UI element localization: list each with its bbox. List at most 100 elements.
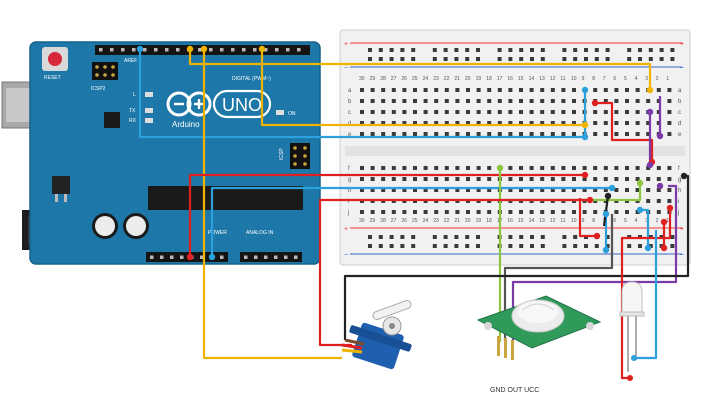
breadboard-hole	[667, 188, 672, 192]
header-pin	[297, 48, 301, 52]
breadboard-hole	[381, 99, 386, 103]
row-letter: i	[348, 199, 349, 205]
breadboard-hole	[423, 110, 428, 114]
wire-blue-gnd	[210, 186, 612, 257]
breadboard-hole	[476, 121, 481, 125]
breadboard-hole	[614, 121, 619, 125]
breadboard-hole	[572, 110, 576, 114]
header-pin	[286, 48, 290, 52]
breadboard-hole	[391, 166, 396, 170]
column-number: 20	[465, 218, 471, 224]
breadboard-hole	[487, 166, 492, 170]
rail-hole	[519, 48, 524, 52]
rail-hole	[508, 48, 513, 52]
rail-hole	[443, 244, 448, 248]
rail-hole	[562, 235, 567, 239]
wire-red-5v	[188, 173, 585, 257]
breadboard-hole	[646, 199, 651, 203]
header-pin	[274, 255, 278, 259]
breadboard-hole	[540, 177, 545, 181]
breadboard-hole	[667, 199, 672, 203]
breadboard-hole	[656, 166, 661, 170]
column-number: 2	[656, 218, 659, 224]
rail-top-holes	[368, 48, 675, 61]
row-letter: g	[678, 177, 681, 183]
breadboard-hole	[402, 132, 407, 136]
breadboard-hole	[381, 110, 386, 114]
breadboard-hole	[540, 110, 545, 114]
column-number: 10	[571, 76, 577, 82]
rail-hole	[378, 244, 383, 248]
analog-in-label: ANALOG IN	[246, 230, 274, 236]
breadboard-hole	[402, 121, 407, 125]
rail-hole	[476, 235, 480, 239]
reset-label: RESET	[44, 75, 61, 81]
breadboard-hole	[625, 121, 629, 125]
wire-red-jumper	[595, 101, 654, 162]
column-numbers: 3030292928282727262625252424232322222121…	[359, 76, 669, 224]
header-pin	[242, 48, 246, 52]
breadboard-hole	[603, 110, 608, 114]
breadboard-hole	[603, 132, 608, 136]
row-letter: j	[347, 210, 349, 216]
rail-hole	[465, 244, 470, 248]
breadboard-hole	[614, 110, 619, 114]
breadboard-hole	[614, 188, 619, 192]
breadboard-hole	[391, 188, 396, 192]
header-pin	[209, 48, 213, 52]
breadboard-hole	[550, 88, 555, 92]
breadboard-hole	[572, 132, 576, 136]
power-label: POWER	[208, 230, 227, 236]
breadboard-hole	[550, 110, 555, 114]
rail-hole	[594, 244, 599, 248]
rail-hole	[454, 244, 459, 248]
column-number: 13	[539, 218, 545, 224]
rail-hole	[659, 48, 664, 52]
header-pin	[264, 48, 268, 52]
column-number: 1	[666, 218, 669, 224]
rail-hole	[497, 57, 502, 61]
column-number: 9	[582, 218, 585, 224]
breadboard-hole	[519, 88, 523, 92]
row-letter: a	[678, 88, 682, 94]
header-pin	[220, 48, 224, 52]
rail-hole	[530, 48, 534, 52]
breadboard-hole	[540, 132, 545, 136]
rail-hole	[530, 57, 534, 61]
column-number: 5	[624, 218, 627, 224]
breadboard-hole	[413, 132, 417, 136]
row-letter: i	[678, 199, 679, 205]
breadboard-hole	[444, 177, 449, 181]
rail-hole	[584, 57, 588, 61]
breadboard-hole	[391, 99, 396, 103]
column-number: 7	[603, 76, 606, 82]
column-number: 8	[592, 76, 595, 82]
breadboard-hole	[561, 177, 566, 181]
breadboard-hole	[381, 166, 386, 170]
rail-hole	[519, 57, 524, 61]
rail-hole	[411, 57, 416, 61]
breadboard-hole	[572, 177, 576, 181]
breadboard-hole	[635, 132, 640, 136]
rail-hole	[627, 48, 632, 52]
rail-hole	[638, 244, 642, 248]
column-number: 28	[380, 218, 386, 224]
column-number: 2	[656, 76, 659, 82]
breadboard-hole	[455, 88, 460, 92]
rail-hole	[400, 57, 405, 61]
breadboard-hole	[519, 132, 523, 136]
breadboard-hole	[656, 121, 661, 125]
rail-hole	[368, 57, 372, 61]
wire-blue-led	[634, 230, 658, 360]
breadboard-hole	[625, 166, 629, 170]
rail-hole	[638, 57, 642, 61]
breadboard-hole	[667, 132, 672, 136]
breadboard-hole	[434, 88, 439, 92]
column-number: 30	[359, 218, 365, 224]
rail-hole	[476, 48, 480, 52]
breadboard-hole	[487, 121, 492, 125]
arduino-logo: UNO Arduino	[166, 89, 272, 129]
rail-hole	[594, 57, 599, 61]
breadboard-hole	[572, 99, 576, 103]
breadboard-hole	[519, 177, 523, 181]
